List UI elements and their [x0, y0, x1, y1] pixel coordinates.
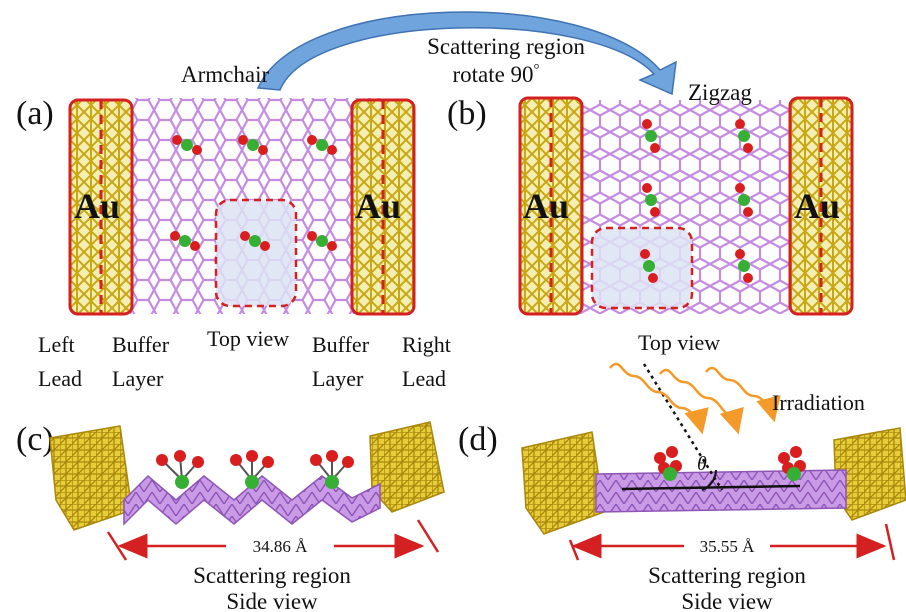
panel-c-right-electrode: [369, 421, 445, 513]
panel-d-device: [521, 362, 906, 561]
panel-c-caption-line2: Side view: [226, 589, 318, 612]
panel-b-molecule-3: [642, 183, 660, 217]
panel-a-molecule-4: [170, 231, 200, 251]
panel-b-device: [518, 96, 854, 316]
panel-b-au-right: Au: [794, 186, 840, 226]
buffer-right-line2: Layer: [312, 366, 364, 391]
panel-a-au-left: Au: [74, 186, 120, 226]
panel-b-molecule-5: [640, 249, 658, 283]
panel-d-lattice-side: [595, 469, 847, 513]
panel-c-molecule-2: [230, 450, 274, 489]
right-lead-line1: Right: [402, 332, 451, 357]
buffer-left-line1: Buffer: [112, 332, 170, 357]
panel-a-top-view-label: Top view: [207, 326, 289, 351]
panel-b-au-left: Au: [523, 186, 569, 226]
panel-c-length-label: 34.86 Å: [253, 537, 309, 556]
irradiation-wave-2: [659, 368, 744, 435]
rotation-arrow: [256, 11, 677, 96]
panel-c-caption-line1: Scattering region: [193, 563, 351, 588]
panel-b-molecule-4: [735, 183, 753, 217]
panel-d-caption-line2: Side view: [681, 589, 773, 612]
panel-a-molecule-6: [307, 231, 337, 251]
panel-d-plane-line: [621, 484, 801, 491]
panel-a-device: [68, 98, 416, 316]
panel-c-molecule-1: [156, 450, 204, 489]
panel-b-molecule-1: [642, 119, 660, 153]
rotation-caption-line1: Scattering region: [427, 34, 585, 59]
rotation-caption-line2: rotate 90°: [452, 62, 539, 87]
angle-theta-label: θ: [697, 453, 707, 475]
panel-a-molecule-1: [172, 135, 202, 155]
buffer-left-line2: Layer: [112, 366, 164, 391]
irradiation-wave-1: [609, 362, 709, 435]
armchair-label: Armchair: [181, 62, 269, 87]
right-lead-line2: Lead: [402, 366, 446, 391]
irradiation-wave-3: [705, 366, 781, 423]
panel-label-c: (c): [16, 421, 54, 458]
panel-label-b: (b): [447, 95, 487, 132]
panel-label-a: (a): [16, 95, 54, 132]
panel-d-caption-line1: Scattering region: [648, 563, 806, 588]
panel-d-molecule-2: [778, 446, 806, 481]
panel-c-molecule-3: [310, 450, 354, 489]
panel-c-device: [49, 421, 445, 561]
panel-a-au-right: Au: [355, 186, 401, 226]
panel-a-top-view-box: [214, 198, 298, 308]
panel-a-molecule-2: [238, 135, 268, 155]
irradiation-label: Irradiation: [772, 390, 865, 415]
panel-c-lattice-side: [123, 474, 381, 526]
panel-b-molecule-2: [735, 119, 753, 153]
panel-label-d: (d): [458, 421, 498, 458]
panel-a-molecule-5: [240, 231, 270, 251]
panel-d-length-label: 35.55 Å: [700, 537, 756, 556]
buffer-right-line1: Buffer: [312, 332, 370, 357]
panel-d-left-electrode: [521, 431, 605, 535]
panel-b-top-view-label: Top view: [638, 330, 720, 355]
panel-d-molecule-1: [654, 446, 682, 481]
left-lead-line2: Lead: [38, 366, 82, 391]
left-lead-line1: Left: [38, 332, 75, 357]
panel-a-molecule-3: [307, 135, 337, 155]
panel-b-top-view-box: [590, 226, 694, 310]
panel-b-molecule-6: [735, 249, 753, 283]
panel-c-left-electrode: [49, 425, 133, 531]
